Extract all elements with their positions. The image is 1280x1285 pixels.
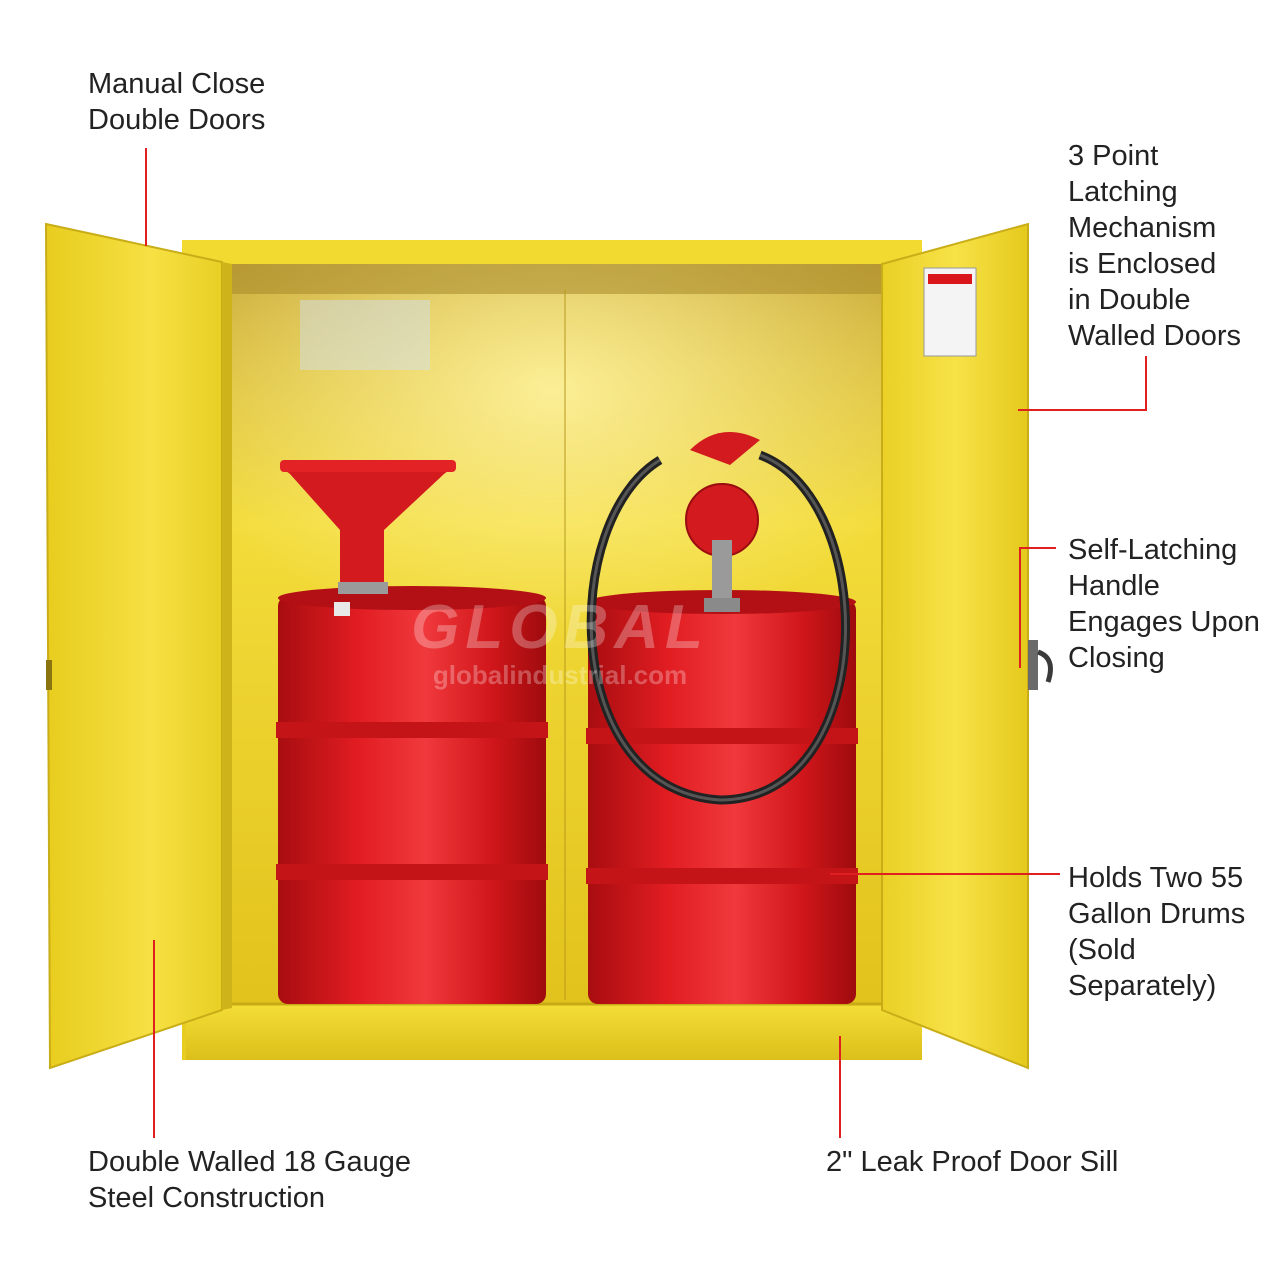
- callout-line: in Double: [1068, 284, 1191, 316]
- callout-line: Manual Close: [88, 68, 266, 100]
- leader-self-latching: [1019, 547, 1056, 668]
- funnel-icon: [280, 460, 456, 594]
- callout-door-sill: 2" Leak Proof Door Sill: [826, 1144, 1118, 1180]
- callout-line: Double Doors: [88, 104, 266, 136]
- right-door-panel: [881, 222, 1029, 1070]
- hand-pump-icon: [586, 432, 850, 805]
- callout-line: Handle: [1068, 570, 1160, 602]
- callout-holds-drums: Holds Two 55 Gallon Drums (Sold Separate…: [1068, 860, 1245, 1004]
- drum-rib-lower: [586, 868, 858, 884]
- callout-line: 3 Point: [1068, 140, 1159, 172]
- callout-line: Engages Upon: [1068, 606, 1260, 638]
- callout-line: 2" Leak Proof Door Sill: [826, 1146, 1119, 1178]
- cabinet-top: [182, 240, 922, 266]
- door-sill: [186, 1004, 922, 1060]
- left-door-panel: [44, 222, 223, 1070]
- callout-line: Latching: [1068, 176, 1178, 208]
- watermark-brand: GLOBAL: [411, 593, 709, 662]
- callout-line: Holds Two 55: [1068, 862, 1244, 894]
- callout-line: Gallon Drums: [1068, 898, 1246, 930]
- drum-rib-lower: [276, 864, 548, 880]
- callout-line: Self-Latching: [1068, 534, 1238, 566]
- left-door-edge: [222, 262, 232, 1010]
- watermark-url: globalindustrial.com: [433, 660, 687, 690]
- door-handle-icon: [1028, 640, 1053, 690]
- callout-line: Closing: [1068, 642, 1165, 674]
- callout-steel-construction: Double Walled 18 Gauge Steel Constructio…: [88, 1144, 411, 1216]
- callout-line: Walled Doors: [1068, 320, 1241, 352]
- callout-latching-mechanism: 3 Point Latching Mechanism is Enclosed i…: [1068, 138, 1241, 354]
- left-door: [44, 222, 232, 1070]
- interior-light-reflection: [300, 300, 430, 370]
- leader-lines: [145, 148, 1147, 1138]
- callout-line: Separately): [1068, 970, 1217, 1002]
- callout-self-latching-handle: Self-Latching Handle Engages Upon Closin…: [1068, 532, 1260, 676]
- left-drum: [276, 586, 548, 1004]
- left-door-hinge: [46, 660, 52, 690]
- interior-ceiling-shadow: [222, 264, 882, 294]
- callout-line: Double Walled 18 Gauge: [88, 1146, 411, 1178]
- leader-latching: [1018, 356, 1147, 411]
- callout-line: Mechanism: [1068, 212, 1217, 244]
- callout-line: (Sold: [1068, 934, 1136, 966]
- drum-rib-upper: [586, 728, 858, 744]
- watermark: GLOBAL globalindustrial.com: [411, 593, 709, 690]
- callout-line: is Enclosed: [1068, 248, 1217, 280]
- callout-manual-doors: Manual Close Double Doors: [88, 66, 265, 138]
- drum-label: [334, 602, 350, 616]
- callout-line: Steel Construction: [88, 1182, 325, 1214]
- drum-rib-upper: [276, 722, 548, 738]
- right-door: [881, 222, 1053, 1070]
- door-warning-label-header: [928, 274, 972, 284]
